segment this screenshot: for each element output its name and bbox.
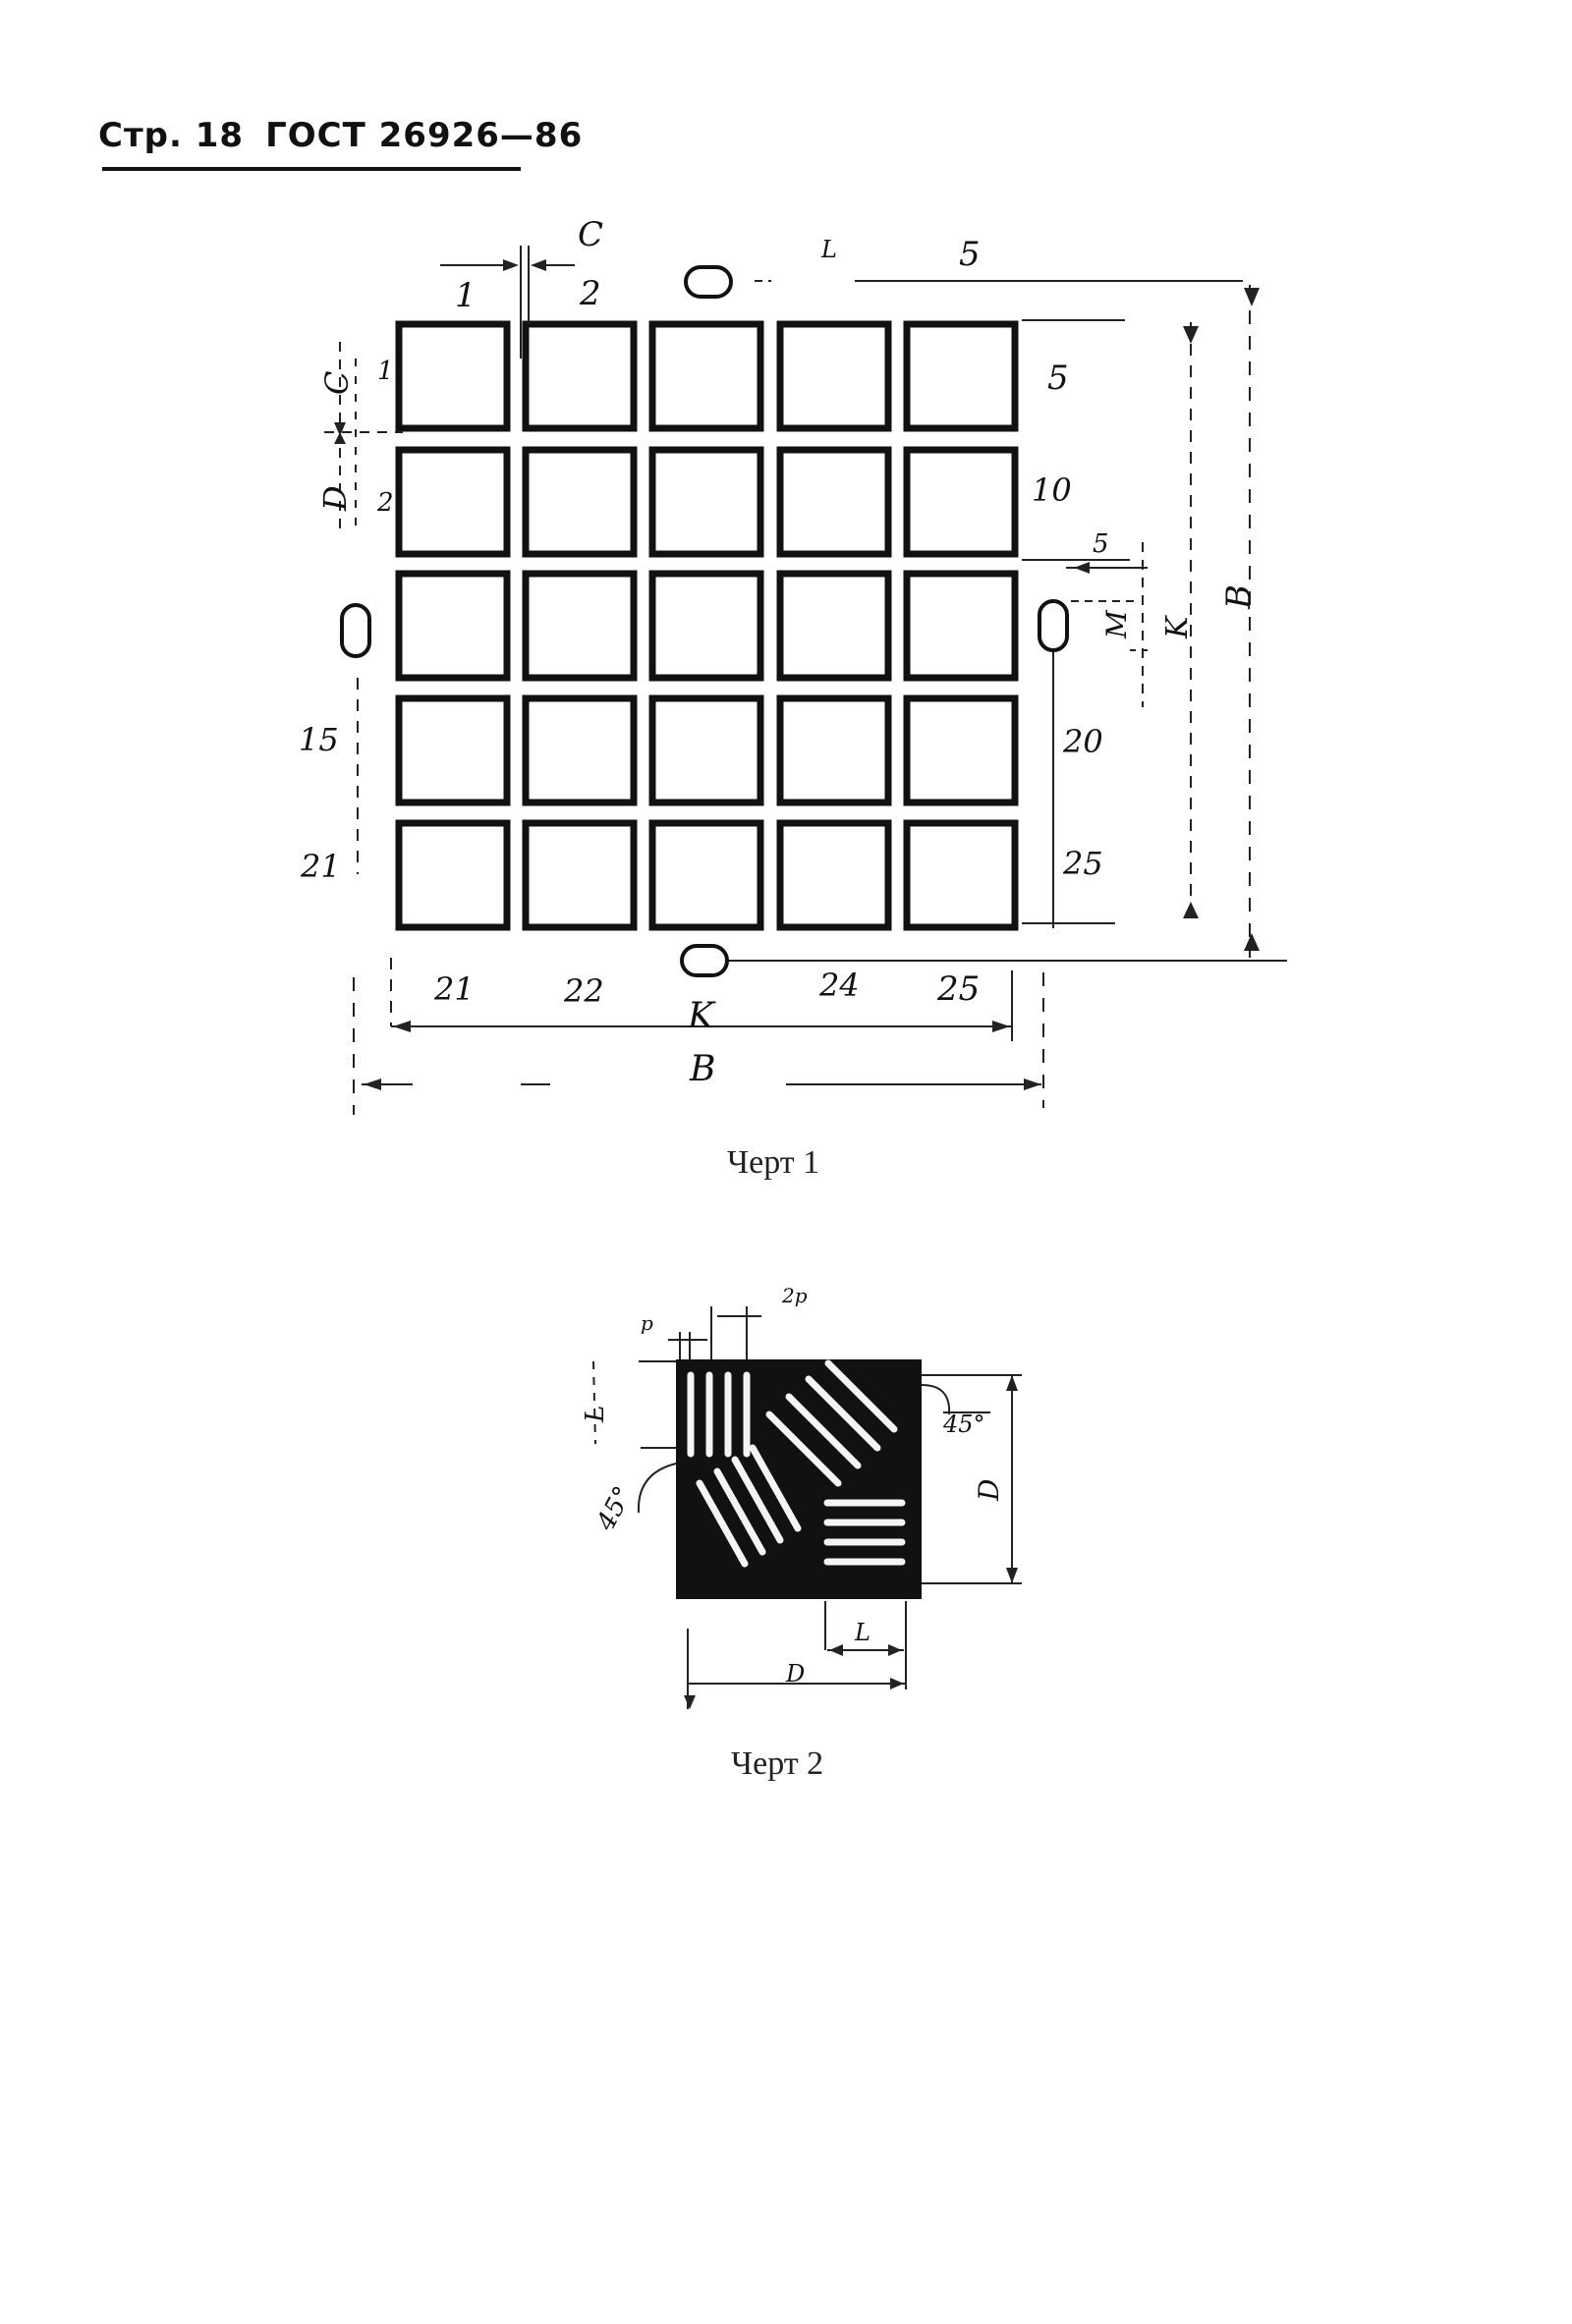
grid-square <box>903 320 1019 432</box>
grid-square <box>522 320 638 432</box>
grid-square <box>648 694 764 806</box>
grid-square <box>395 570 511 682</box>
label-p: p <box>641 1311 653 1335</box>
bottom-number-21: 21 <box>433 970 475 1008</box>
figure-1-arrowheads <box>334 259 1260 1090</box>
grid-square <box>522 819 638 931</box>
label-l-left: L <box>581 1406 610 1423</box>
grid-square <box>395 446 511 558</box>
left-number-1: 1 <box>377 357 394 386</box>
letter-b-right: B <box>1219 584 1259 610</box>
figure-2-caption: Черт 2 <box>731 1745 823 1782</box>
figure-1: 1 2 5 C L 5 10 20 25 1 2 15 21 C D 21 22… <box>299 215 1287 1181</box>
top-number-2: 2 <box>579 274 601 313</box>
label-d-right: D <box>973 1479 1005 1502</box>
grid-of-squares <box>395 320 1019 931</box>
grid-square <box>776 446 892 558</box>
grid-square <box>648 819 764 931</box>
grid-square <box>903 819 1019 931</box>
dim-label-5-right: 5 <box>1093 529 1109 559</box>
right-number-20: 20 <box>1062 723 1103 760</box>
label-angle-right: 45° <box>942 1411 985 1438</box>
right-number-10: 10 <box>1032 471 1072 509</box>
figure-2: p 2p L 45° 45° D L D Черт 2 <box>581 1284 1022 1782</box>
standard-number: ГОСТ 26926—86 <box>265 116 584 155</box>
grid-square <box>776 694 892 806</box>
right-number-5: 5 <box>1047 359 1069 398</box>
letter-c-left: C <box>318 371 356 395</box>
letter-m-right: M <box>1100 609 1133 639</box>
page-reference: Стр. 18 <box>98 116 245 155</box>
grid-square <box>522 446 638 558</box>
hole-bottom <box>680 944 729 977</box>
grid-square <box>522 694 638 806</box>
grid-square <box>522 570 638 682</box>
top-number-5: 5 <box>959 235 981 274</box>
grid-square <box>395 694 511 806</box>
grid-square <box>648 446 764 558</box>
left-number-2: 2 <box>376 488 394 518</box>
figure-1-mounting-holes <box>340 265 1069 977</box>
figure-1-caption: Черт 1 <box>727 1144 819 1181</box>
left-number-21: 21 <box>300 848 341 885</box>
letter-d-left: D <box>316 485 354 512</box>
bottom-number-22: 22 <box>563 972 604 1010</box>
bottom-number-24: 24 <box>818 967 860 1004</box>
grid-square <box>648 570 764 682</box>
label-l-bottom: L <box>854 1619 870 1646</box>
grid-square <box>648 320 764 432</box>
grid-square <box>903 570 1019 682</box>
grid-square <box>395 819 511 931</box>
figure-1-labels: 1 2 5 C L 5 10 20 25 1 2 15 21 C D 21 22… <box>299 215 1259 1181</box>
white-stripes <box>687 1359 906 1568</box>
left-number-15: 15 <box>299 721 339 758</box>
grid-square <box>395 320 511 432</box>
label-d-bottom: D <box>785 1660 805 1688</box>
grid-square <box>903 694 1019 806</box>
letter-c-top: C <box>578 215 603 254</box>
grid-square <box>903 446 1019 558</box>
letter-l-top: L <box>820 236 837 263</box>
bottom-number-25: 25 <box>936 969 980 1009</box>
grid-square <box>776 570 892 682</box>
grid-square <box>776 819 892 931</box>
label-angle-left: 45° <box>590 1482 639 1537</box>
letter-k-bottom: K <box>687 996 716 1036</box>
hole-right <box>1038 599 1069 652</box>
header-underline <box>102 167 521 171</box>
letter-k-right: K <box>1160 615 1195 639</box>
top-number-1: 1 <box>455 276 477 315</box>
grid-square <box>776 320 892 432</box>
label-2p: 2p <box>781 1284 808 1307</box>
figure-2-arrowheads <box>684 1375 1018 1709</box>
hole-top <box>684 265 733 299</box>
letter-b-bottom: B <box>689 1049 715 1089</box>
right-number-25: 25 <box>1062 845 1103 882</box>
page-header: Стр. 18 ГОСТ 26926—86 <box>98 116 583 155</box>
hole-left <box>340 603 371 658</box>
